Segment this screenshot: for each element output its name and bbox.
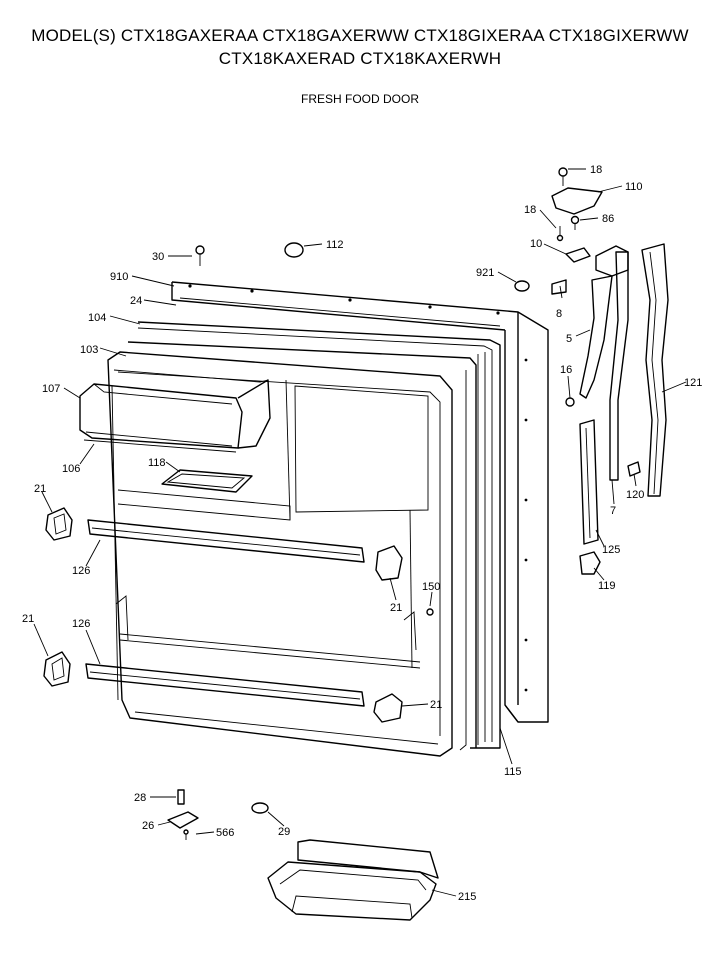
part-labels: 18 110 18 86 10 30 112 910 921 24 104 8 … [22, 164, 702, 903]
part-label-121: 121 [684, 377, 702, 389]
part-label-107: 107 [42, 383, 60, 395]
shelf-end-caps [43, 507, 403, 723]
part-label-103: 103 [80, 344, 98, 356]
part-label-112: 112 [326, 239, 344, 251]
part-label-21b: 21 [390, 602, 402, 614]
part-label-106: 106 [62, 463, 80, 475]
part-label-104: 104 [88, 312, 106, 324]
part-label-126a: 126 [72, 565, 90, 577]
part-label-566: 566 [216, 827, 234, 839]
part-label-150: 150 [422, 581, 440, 593]
leader-lines [33, 168, 687, 897]
part-label-120: 120 [626, 489, 644, 501]
part-label-18b: 18 [524, 204, 536, 216]
door-outer-shell [171, 281, 549, 723]
part-label-86: 86 [602, 213, 614, 225]
hinge-and-handle [426, 243, 669, 616]
part-label-26: 26 [142, 820, 154, 832]
door-shelf-bars [85, 519, 365, 707]
part-label-5: 5 [566, 333, 572, 345]
part-label-125: 125 [602, 544, 620, 556]
part-label-21c: 21 [22, 613, 34, 625]
part-label-119: 119 [598, 580, 616, 592]
part-label-30: 30 [152, 251, 164, 263]
part-label-16: 16 [560, 364, 572, 376]
bottom-hardware [167, 789, 269, 840]
door-gasket [127, 321, 501, 751]
top-hardware [195, 167, 603, 295]
part-label-18a: 18 [590, 164, 602, 176]
part-label-910: 910 [110, 271, 128, 283]
part-label-921: 921 [476, 267, 494, 279]
part-label-29: 29 [278, 826, 290, 838]
door-bin [267, 839, 439, 921]
part-label-118: 118 [148, 457, 166, 469]
part-label-126b: 126 [72, 618, 90, 630]
door-inner-liner [107, 351, 453, 757]
part-label-7: 7 [610, 505, 616, 517]
part-label-115: 115 [504, 766, 522, 778]
models-line-2: CTX18KAXERAD CTX18KAXERWH [218, 49, 502, 68]
dairy-door [79, 369, 271, 453]
part-label-10: 10 [530, 238, 542, 250]
models-line-1: MODEL(S) CTX18GAXERAA CTX18GAXERWW CTX18… [31, 26, 689, 45]
part-label-21d: 21 [430, 699, 442, 711]
part-label-24: 24 [130, 295, 142, 307]
section-title: FRESH FOOD DOOR [300, 92, 419, 106]
small-shelf [161, 469, 253, 493]
part-label-28: 28 [134, 792, 146, 804]
part-label-8: 8 [556, 308, 562, 320]
part-label-21a: 21 [34, 483, 46, 495]
part-label-215: 215 [458, 891, 476, 903]
part-label-110: 110 [625, 181, 643, 193]
